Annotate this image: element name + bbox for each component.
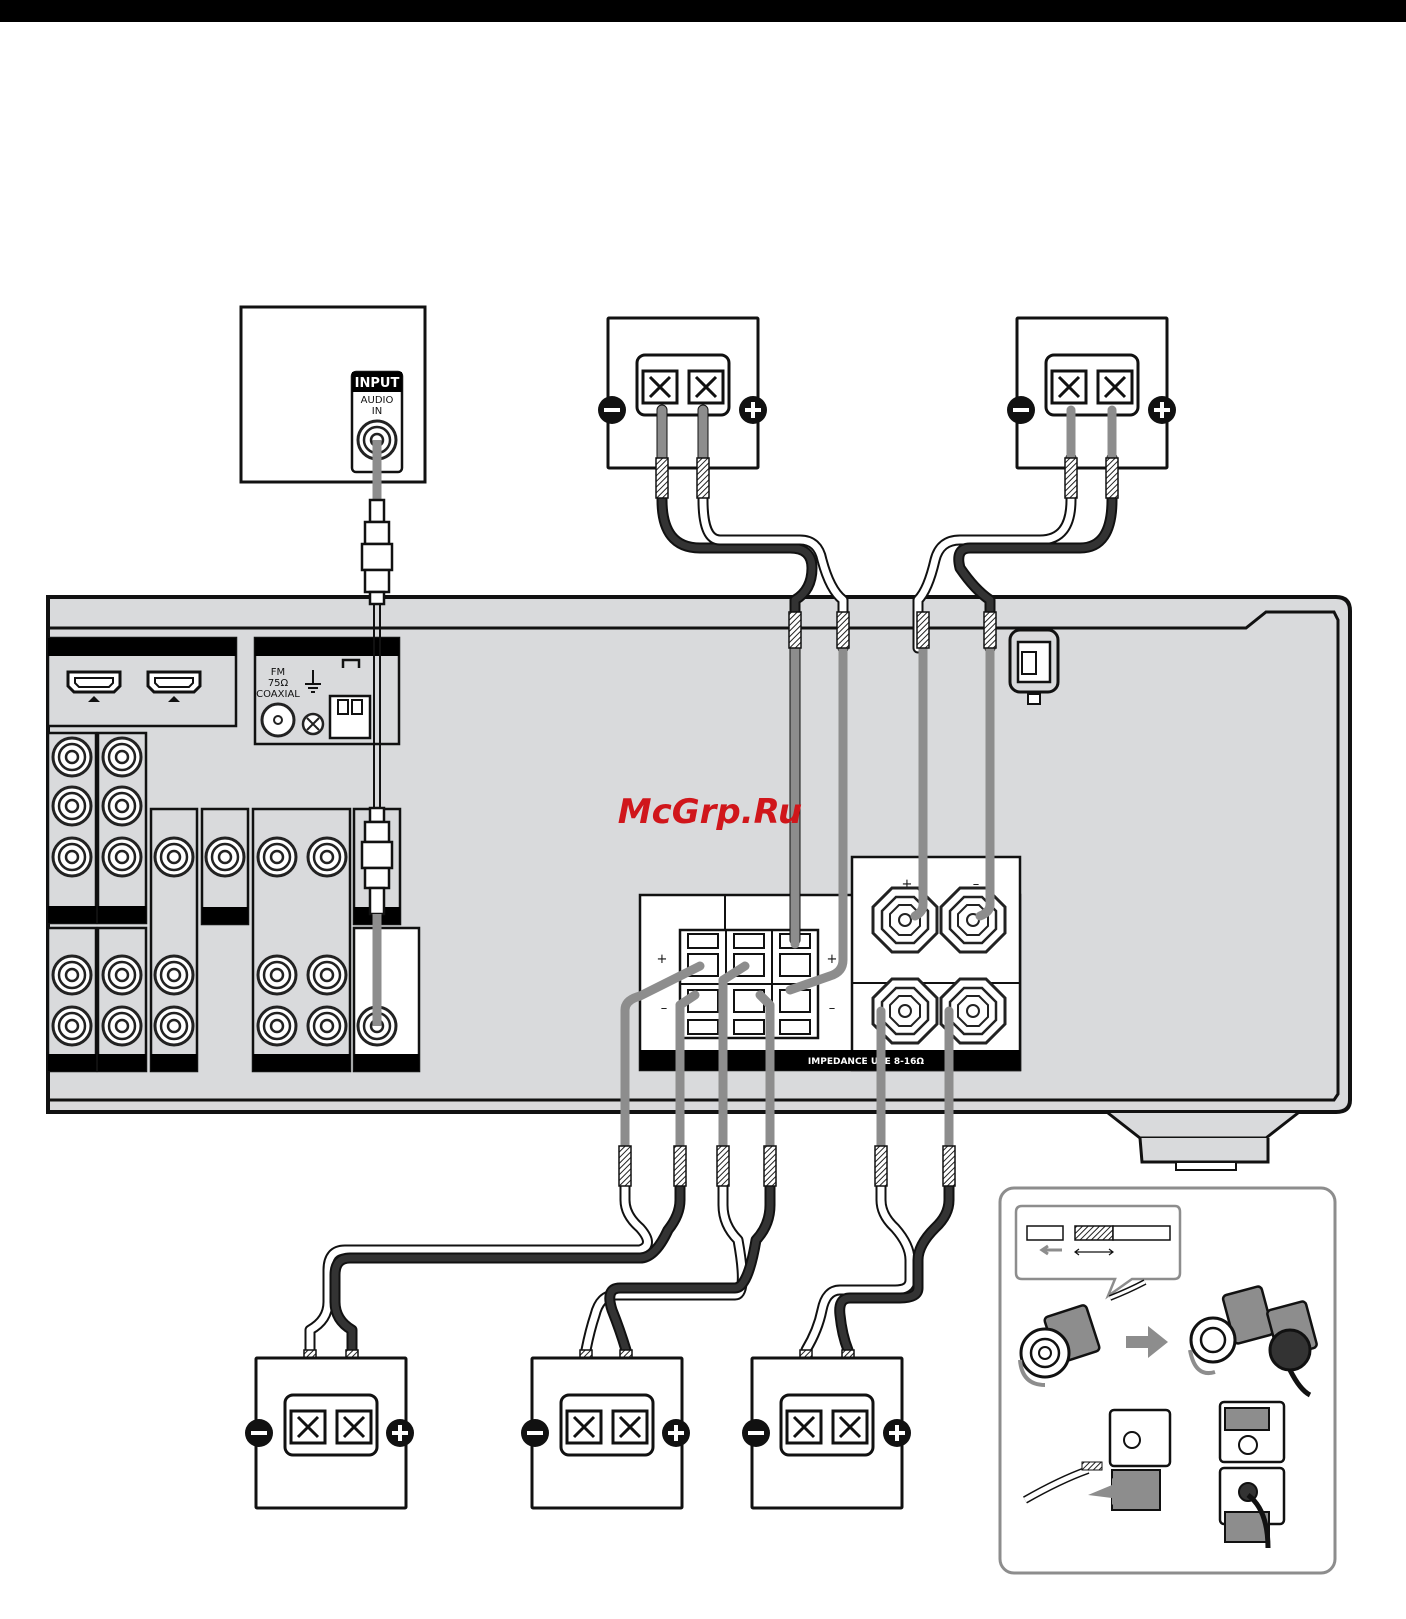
minus-label: – [661, 1001, 668, 1016]
rca-jack-icon [53, 787, 91, 825]
rca-jack-icon [155, 1007, 193, 1045]
rca-jack-icon [103, 787, 141, 825]
rca-jack-icon [103, 956, 141, 994]
antenna-section: FM 75Ω COAXIAL [255, 638, 399, 744]
watermark: McGrp.Ru [618, 792, 802, 832]
input-label: INPUT [355, 376, 400, 391]
audio-label: AUDIO [361, 395, 394, 406]
rca-jack-icon [53, 956, 91, 994]
ohm-label: 75Ω [268, 678, 289, 689]
hdmi-port-icon [68, 672, 120, 692]
minus-terminal-icon [245, 1419, 273, 1447]
wiring-instruction-inset [1000, 1188, 1335, 1573]
rca-jack-icon [258, 838, 296, 876]
rca-jack-icon [53, 1007, 91, 1045]
plus-label: + [827, 952, 838, 967]
rca-jack-icon [103, 1007, 141, 1045]
binding-post-icon [941, 888, 1005, 952]
speaker-center [521, 1358, 690, 1508]
speaker-front-right [1007, 318, 1176, 468]
speaker-surround-right [742, 1358, 911, 1508]
hdmi-section [48, 638, 236, 726]
minus-terminal-icon [742, 1419, 770, 1447]
minus-label: – [829, 1001, 836, 1016]
rca-jack-icon [308, 956, 346, 994]
fm-coaxial-jack [262, 704, 294, 736]
plus-terminal-icon [386, 1419, 414, 1447]
plus-terminal-icon [662, 1419, 690, 1447]
plus-terminal-icon [1148, 396, 1176, 424]
rca-jack-icon [53, 838, 91, 876]
rca-jack-icon [103, 738, 141, 776]
plus-label: + [657, 952, 668, 967]
subwoofer-box: INPUT AUDIO IN [241, 307, 425, 482]
rca-jack-icon [308, 1007, 346, 1045]
plus-terminal-icon [883, 1419, 911, 1447]
speaker-front-left [598, 318, 767, 468]
rca-jack-icon [258, 1007, 296, 1045]
minus-terminal-icon [1007, 396, 1035, 424]
rca-jack-icon [258, 956, 296, 994]
rca-jack-icon [53, 738, 91, 776]
ac-inlet [1010, 630, 1058, 704]
plus-terminal-icon [739, 396, 767, 424]
coaxial-label: COAXIAL [256, 689, 300, 700]
minus-terminal-icon [598, 396, 626, 424]
rca-jack-icon [155, 838, 193, 876]
speaker-surround-left [245, 1358, 414, 1508]
in-label: IN [372, 406, 382, 417]
rca-jack-icon [308, 838, 346, 876]
impedance-label: IMPEDANCE USE 8-16Ω [808, 1057, 924, 1067]
stripped-wire-ends [304, 1146, 955, 1388]
minus-terminal-icon [521, 1419, 549, 1447]
rca-jack-icon [103, 838, 141, 876]
rca-jack-icon [206, 838, 244, 876]
hdmi-port-icon [148, 672, 200, 692]
fm-label: FM [271, 667, 285, 678]
rca-jack-icon [155, 956, 193, 994]
